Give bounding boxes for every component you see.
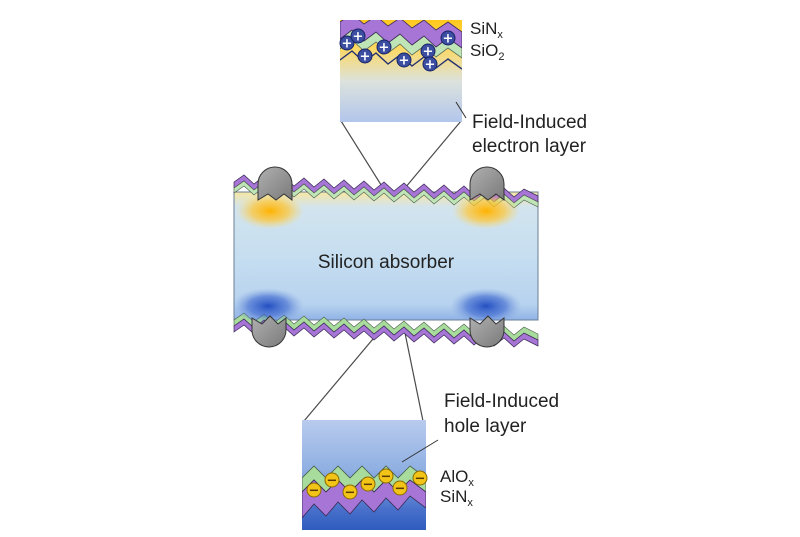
- minus-charge-icon: −: [392, 480, 408, 497]
- plus-charge-icon: +: [396, 52, 412, 69]
- svg-text:−: −: [327, 474, 338, 489]
- bottom-outer-layer-label: SiNx: [440, 487, 473, 509]
- zoom-connector-lines: [303, 120, 462, 422]
- svg-text:+: +: [443, 32, 454, 47]
- svg-text:−: −: [345, 486, 356, 501]
- minus-charge-icon: −: [360, 476, 376, 493]
- minus-charge-icon: −: [306, 482, 322, 499]
- bottom-inset-negative-charges: −−−−−−−: [306, 468, 428, 501]
- svg-text:−: −: [309, 484, 320, 499]
- hole-accumulation-left: [232, 288, 304, 324]
- bottom-field-label-line1: Field-Induced: [444, 391, 559, 412]
- metal-contact-icon: [251, 315, 287, 348]
- electron-accumulation-right: [452, 193, 520, 229]
- top-sio2-coating: [233, 180, 539, 209]
- electron-accumulation-left: [236, 193, 304, 229]
- svg-text:−: −: [415, 472, 426, 487]
- hole-accumulation-right: [450, 288, 522, 324]
- absorber-label: Silicon absorber: [318, 252, 455, 273]
- bottom-inner-layer-label: AlOx: [440, 467, 474, 489]
- solar-cell-body: [232, 166, 539, 348]
- top-outer-layer-label: SiNx: [470, 19, 503, 41]
- svg-text:+: +: [379, 41, 390, 56]
- metal-contact-icon: [257, 166, 293, 201]
- top-field-label-line2: electron layer: [472, 136, 587, 157]
- plus-charge-icon: +: [357, 48, 373, 65]
- top-field-label-line1: Field-Induced: [472, 112, 587, 133]
- plus-charge-icon: +: [440, 30, 456, 47]
- svg-text:−: −: [395, 482, 406, 497]
- plus-charge-icon: +: [422, 56, 438, 73]
- svg-text:+: +: [360, 50, 371, 65]
- bottom-field-label-line2: hole layer: [444, 416, 527, 437]
- plus-charge-icon: +: [339, 35, 355, 52]
- bottom-field-pointer: [401, 439, 439, 463]
- minus-charge-icon: −: [378, 468, 394, 485]
- plus-charge-icon: +: [350, 28, 366, 45]
- plus-charge-icon: +: [376, 39, 392, 56]
- bottom-inset-hole-layer: [302, 420, 426, 530]
- top-inset-sinx-layer: [340, 20, 462, 49]
- minus-charge-icon: −: [324, 472, 340, 489]
- minus-charge-icon: −: [412, 470, 428, 487]
- metal-contact-icon: [469, 166, 505, 201]
- top-field-pointer: [455, 101, 467, 119]
- minus-charge-icon: −: [342, 484, 358, 501]
- metal-contact-icon: [469, 315, 505, 348]
- svg-text:+: +: [342, 37, 353, 52]
- svg-text:+: +: [399, 54, 410, 69]
- svg-text:+: +: [353, 30, 364, 45]
- svg-text:−: −: [363, 478, 374, 493]
- svg-text:+: +: [423, 45, 434, 60]
- bottom-sinx-coating: [233, 318, 539, 348]
- top-inner-layer-label: SiO2: [470, 41, 504, 63]
- top-inset-positive-charges: ++++++++: [339, 28, 456, 73]
- plus-charge-icon: +: [420, 43, 436, 60]
- svg-text:+: +: [425, 58, 436, 73]
- svg-text:−: −: [381, 470, 392, 485]
